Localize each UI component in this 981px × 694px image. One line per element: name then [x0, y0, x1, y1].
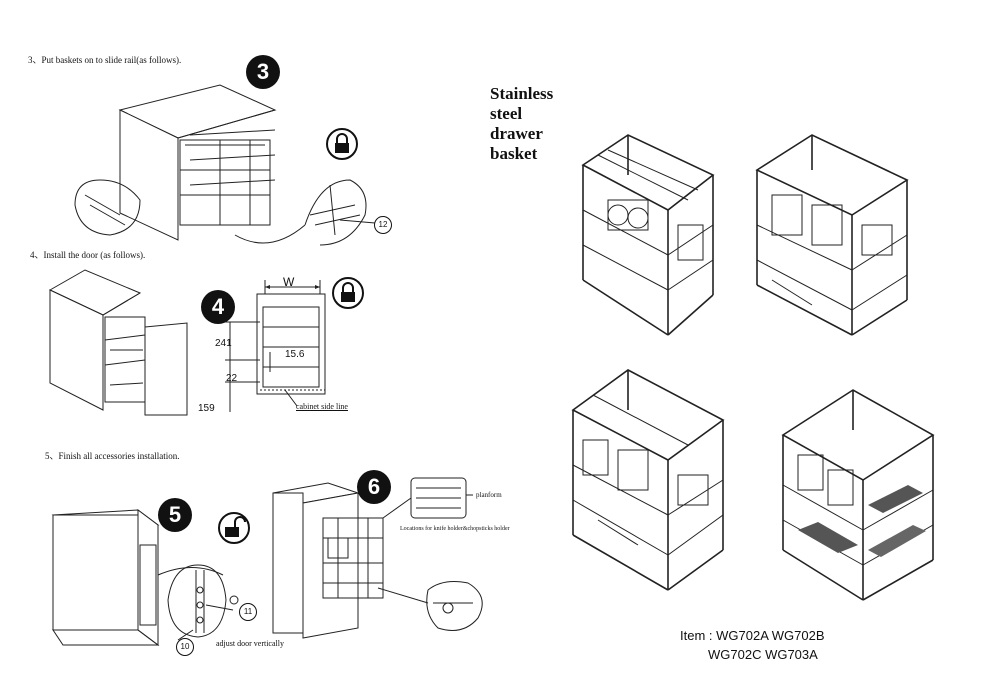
step6-accessories-diagram	[272, 477, 483, 639]
step3-instruction: 3、Put baskets on to slide rail(as follow…	[28, 55, 182, 65]
step5-instruction: 5、Finish all accessories installation.	[45, 451, 180, 461]
lock-closed-icon	[326, 128, 358, 160]
step3-cabinet-diagram	[74, 84, 376, 246]
step-badge-4: 4	[201, 290, 235, 324]
platform-label: planform	[476, 491, 502, 499]
callout-10: 10	[176, 638, 194, 656]
step5-door-adjust-diagram	[51, 509, 239, 646]
callout-11: 11	[239, 603, 257, 621]
item-codes-line-1: Item : WG702A WG702B	[680, 628, 825, 643]
cabinet-side-line-label: cabinet side line	[296, 402, 348, 411]
dim-width: W	[283, 275, 295, 289]
item-codes-line-2: WG702C WG703A	[708, 647, 818, 662]
lock-closed-icon	[332, 277, 364, 309]
step4-dimension-drawing	[225, 280, 326, 412]
page-title: Stainless steel drawer basket	[490, 84, 554, 163]
basket-wg702a-illustration	[581, 134, 715, 336]
knife-holder-locations-label: Locations for knife holder&chopsticks ho…	[400, 526, 510, 532]
dim-241: 241	[215, 338, 232, 349]
basket-wg702b-illustration	[755, 134, 909, 336]
step-badge-3: 3	[246, 55, 280, 89]
basket-wg703a-illustration	[781, 389, 935, 601]
dim-159: 159	[198, 403, 215, 414]
step4-cabinet-diagram	[48, 269, 188, 416]
lock-open-icon	[218, 512, 250, 544]
step-badge-6: 6	[357, 470, 391, 504]
adjust-door-label: adjust door vertically	[216, 639, 284, 648]
basket-wg702c-illustration	[571, 369, 725, 591]
step-badge-5: 5	[158, 498, 192, 532]
dim-22: 22	[226, 373, 238, 384]
step4-instruction: 4、Install the door (as follows).	[30, 250, 146, 260]
callout-12: 12	[374, 216, 392, 234]
dim-15-6: 15.6	[285, 349, 305, 360]
